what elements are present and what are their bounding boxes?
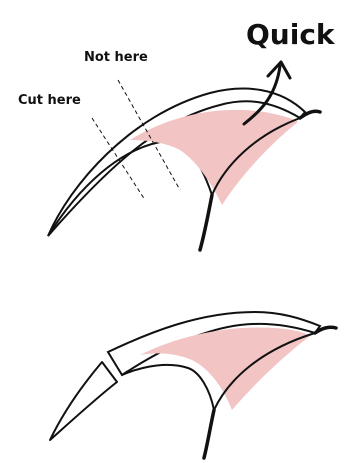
uncut-claw: Not here Cut here Quick: [18, 18, 336, 250]
trimmed-inner-curve: [122, 365, 214, 410]
claw-shell: [48, 89, 305, 236]
clipped-tip: [50, 362, 117, 440]
cut-here-label: Cut here: [18, 93, 81, 108]
quick-label: Quick: [246, 18, 336, 51]
not-here-label: Not here: [84, 50, 148, 65]
toe-base: [200, 195, 212, 250]
trimmed-claw: [50, 312, 336, 458]
trimmed-toe-base: [204, 410, 214, 458]
